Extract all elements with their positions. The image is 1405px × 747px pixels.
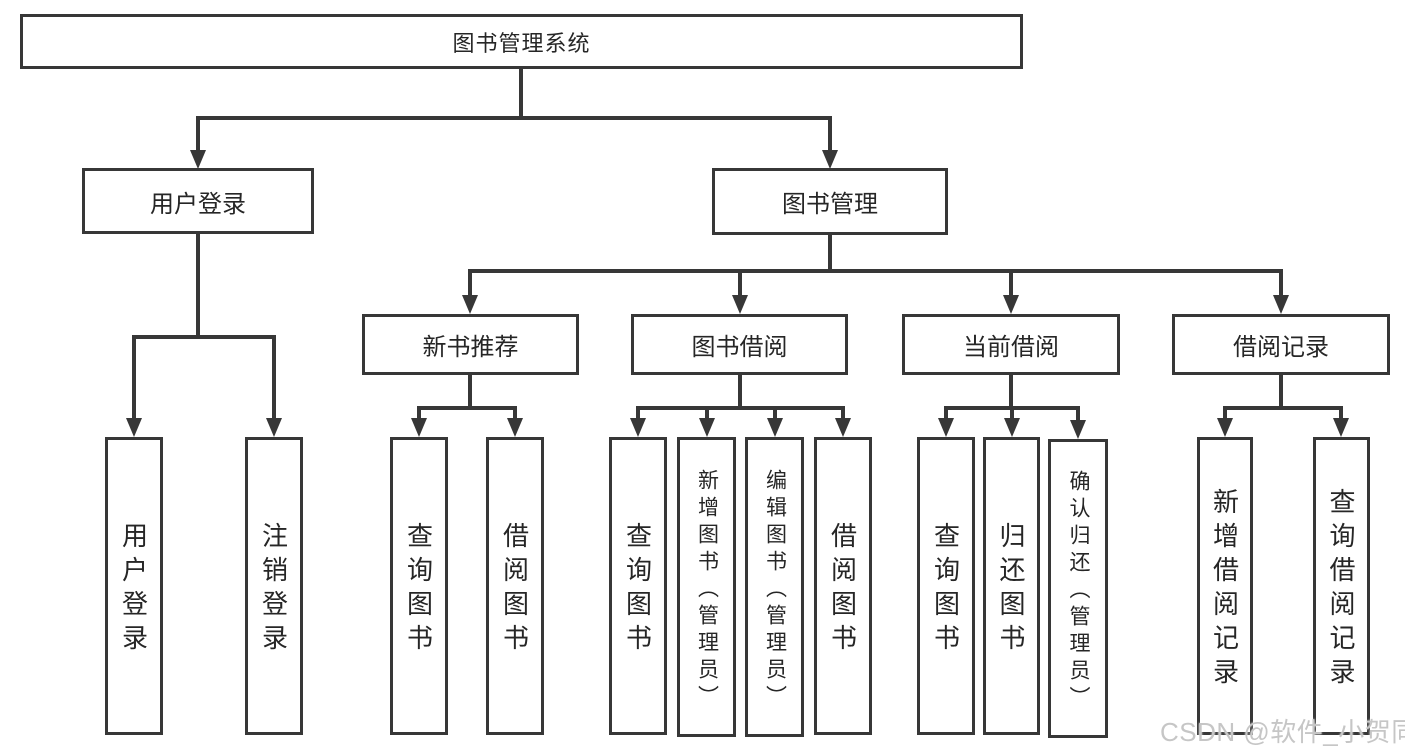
arrow-down-icon — [411, 418, 427, 437]
connector-drop — [1223, 406, 1227, 421]
node-leaf-confirm-return-admin: 确认归还（管理员） — [1048, 439, 1108, 738]
arrow-down-icon — [767, 418, 783, 437]
connector-bar — [132, 335, 276, 339]
connector-stem — [468, 375, 472, 410]
arrow-down-icon — [1273, 295, 1289, 314]
node-leaf-add-borrow-record: 新增借阅记录 — [1197, 437, 1253, 735]
connector-drop — [468, 269, 472, 298]
arrow-down-icon — [835, 418, 851, 437]
node-leaf-edit-books-admin: 编辑图书（管理员） — [745, 437, 804, 737]
node-leaf-user-login: 用户登录 — [105, 437, 163, 735]
connector-drop — [417, 406, 421, 421]
connector-drop — [828, 116, 832, 153]
connector-drop — [1339, 406, 1343, 421]
connector-drop — [132, 335, 136, 421]
connector-bar — [468, 269, 1281, 273]
node-borrow-records: 借阅记录 — [1172, 314, 1390, 375]
connector-drop — [1009, 269, 1013, 298]
arrow-down-icon — [732, 295, 748, 314]
connector-bar — [417, 406, 517, 410]
connector-stem — [828, 234, 832, 273]
arrow-down-icon — [126, 418, 142, 437]
connector-bar — [636, 406, 845, 410]
node-leaf-query-books-2: 查询图书 — [609, 437, 667, 735]
connector-drop — [1279, 269, 1283, 298]
arrow-down-icon — [507, 418, 523, 437]
arrow-down-icon — [630, 418, 646, 437]
arrow-down-icon — [822, 150, 838, 169]
arrow-down-icon — [462, 295, 478, 314]
connector-drop — [773, 406, 777, 421]
connector-drop — [841, 406, 845, 421]
watermark-text: CSDN @软件_小贺同学 — [1160, 717, 1405, 747]
node-leaf-query-borrow-record: 查询借阅记录 — [1313, 437, 1370, 735]
arrow-down-icon — [1003, 295, 1019, 314]
arrow-down-icon — [938, 418, 954, 437]
connector-drop — [272, 335, 276, 421]
connector-drop — [705, 406, 709, 421]
connector-stem — [1279, 375, 1283, 410]
arrow-down-icon — [1004, 418, 1020, 437]
node-current-borrow: 当前借阅 — [902, 314, 1120, 375]
node-root-book-management-system: 图书管理系统 — [20, 14, 1023, 69]
arrow-down-icon — [1070, 420, 1086, 439]
connector-stem — [738, 375, 742, 410]
node-user-login: 用户登录 — [82, 168, 314, 234]
connector-drop — [513, 406, 517, 421]
node-book-management: 图书管理 — [712, 168, 948, 235]
connector-drop — [196, 116, 200, 153]
node-leaf-query-books-1: 查询图书 — [390, 437, 448, 735]
arrow-down-icon — [1217, 418, 1233, 437]
arrow-down-icon — [266, 418, 282, 437]
node-new-book-recommend: 新书推荐 — [362, 314, 579, 375]
node-leaf-borrow-books-1: 借阅图书 — [486, 437, 544, 735]
node-leaf-borrow-books-2: 借阅图书 — [814, 437, 872, 735]
connector-stem — [196, 233, 200, 339]
connector-stem — [1009, 375, 1013, 410]
arrow-down-icon — [699, 418, 715, 437]
connector-drop — [636, 406, 640, 421]
node-book-borrow: 图书借阅 — [631, 314, 848, 375]
connector-drop — [1010, 406, 1014, 421]
node-leaf-logout: 注销登录 — [245, 437, 303, 735]
connector-stem — [519, 68, 523, 120]
connector-drop — [738, 269, 742, 298]
connector-bar — [1223, 406, 1343, 410]
connector-drop — [1076, 406, 1080, 421]
arrow-down-icon — [190, 150, 206, 169]
arrow-down-icon — [1333, 418, 1349, 437]
node-leaf-return-books: 归还图书 — [983, 437, 1040, 735]
node-leaf-query-books-3: 查询图书 — [917, 437, 975, 735]
connector-bar — [196, 116, 830, 120]
connector-drop — [944, 406, 948, 421]
node-leaf-add-books-admin: 新增图书（管理员） — [677, 437, 736, 737]
